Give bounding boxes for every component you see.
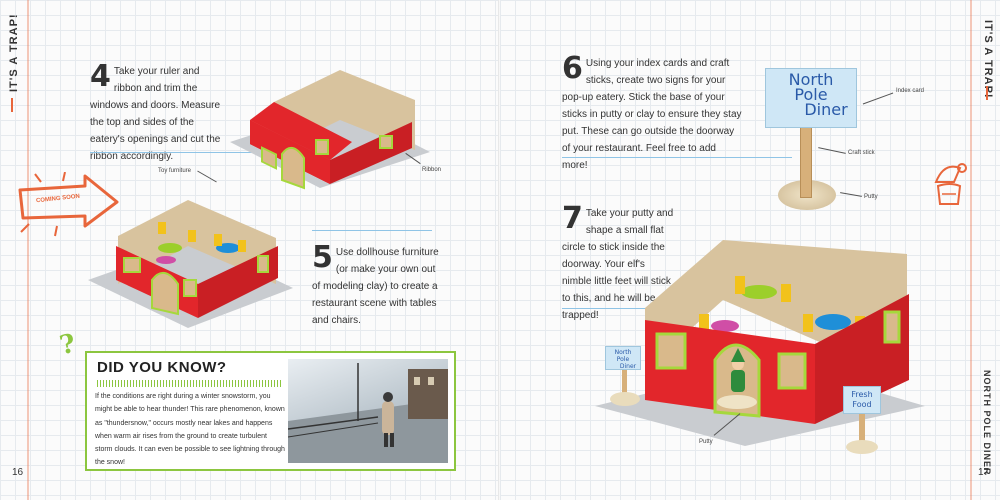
label-ribbon: Ribbon <box>422 167 442 173</box>
sign-line-1: North <box>788 70 834 89</box>
small-sign-line-1: North <box>614 349 632 356</box>
table-blue-7 <box>815 314 851 330</box>
box-window-left-4 <box>261 146 277 170</box>
north-pole-diner-sign: North Pole Diner <box>765 68 857 128</box>
small-sign-stick <box>622 368 627 398</box>
chair-5a <box>158 222 166 234</box>
step-5-number: 5 <box>312 240 333 275</box>
box-window-left-7 <box>655 332 687 370</box>
fresh-food-stick <box>859 412 865 446</box>
leader-putty <box>840 192 862 197</box>
box-illustration-step-5 <box>88 200 293 328</box>
putty-circle-7 <box>717 395 757 409</box>
side-label-right-bottom: NORTH POLE DINER <box>982 370 992 476</box>
did-you-know-text: If the conditions are right during a win… <box>95 393 285 467</box>
elf-hat-doodle <box>934 163 967 205</box>
did-you-know-title: DID YOU KNOW? <box>97 359 227 376</box>
label-craft-stick: Craft stick <box>848 150 875 156</box>
box-window-side-7 <box>883 310 901 344</box>
right-margin-rule <box>970 0 972 500</box>
chair-7b <box>781 284 791 302</box>
box-door-4 <box>281 147 305 190</box>
label-toy-furniture: Toy furniture <box>158 168 192 174</box>
did-you-know-stripes <box>97 380 281 387</box>
left-margin-rule <box>27 0 29 500</box>
step-4-text: Take your ruler and ribbon and trim the … <box>90 66 221 162</box>
chair-5b <box>188 230 196 242</box>
box-illustration-step-7 <box>595 240 925 446</box>
side-label-rule-left <box>11 98 13 112</box>
table-pink-7 <box>711 320 739 332</box>
step-4-number: 4 <box>90 59 111 94</box>
small-north-pole-sign: North Pole Diner <box>605 346 641 370</box>
step-6-rule <box>562 157 792 158</box>
page-number-right: 17 <box>978 467 990 478</box>
step-5-text: Use dollhouse furniture (or make your ow… <box>312 247 439 326</box>
fresh-food-line-2: Food <box>852 400 872 409</box>
side-label-rule-right <box>986 86 988 100</box>
small-sign-putty <box>610 392 640 406</box>
box-window-side-5 <box>257 255 269 273</box>
label-index-card: Index card <box>896 88 925 94</box>
elf-figure <box>731 348 745 392</box>
chair-5d <box>238 240 246 252</box>
step-7-text: Take your putty and shape a small flat c… <box>562 208 674 321</box>
sign-line-2: Pole <box>794 85 828 104</box>
chair-7e <box>699 314 709 330</box>
snowstorm-photo <box>288 359 448 463</box>
step-4-rule <box>90 152 268 153</box>
craft-stick-top <box>800 120 812 198</box>
box-window-right-5 <box>183 279 197 297</box>
table-green-5 <box>158 243 182 253</box>
box-window-left-5 <box>123 257 141 273</box>
box-back-wall-5 <box>118 200 276 284</box>
step-7-number: 7 <box>562 201 583 236</box>
table-pink-5 <box>156 256 176 264</box>
page-number-left: 16 <box>12 467 24 478</box>
label-putty-bottom: Putty <box>699 439 713 445</box>
sign-line-3: Diner <box>804 100 848 119</box>
side-label-left: IT'S A TRAP! <box>8 13 20 92</box>
box-illustration-step-4 <box>230 70 430 190</box>
leader-toy-furniture <box>197 170 217 183</box>
step-6-number: 6 <box>562 51 583 86</box>
side-label-right: IT'S A TRAP! <box>982 20 994 99</box>
question-doodle: ? <box>57 328 79 362</box>
did-you-know-box: DID YOU KNOW? If the conditions are righ… <box>85 351 456 471</box>
fresh-food-putty <box>846 440 878 454</box>
coming-soon-arrow-doodle <box>18 172 119 237</box>
leader-craft-stick <box>818 147 846 154</box>
step-6-text: Using your index cards and craft sticks,… <box>562 58 742 171</box>
step-7-rule <box>562 308 667 309</box>
fresh-food-sign: Fresh Food <box>843 386 881 414</box>
box-door-5 <box>151 272 179 316</box>
chair-7a <box>735 276 745 294</box>
box-window-side-4 <box>379 135 393 149</box>
leader-index-card <box>862 92 894 105</box>
chair-5c <box>214 234 222 246</box>
chair-7c <box>803 314 813 332</box>
arrow-outline <box>18 174 119 228</box>
box-window-right-7 <box>777 352 807 390</box>
label-putty: Putty <box>864 194 878 200</box>
fresh-food-line-1: Fresh <box>851 390 873 399</box>
step-5-top-rule <box>312 230 432 231</box>
table-green-7 <box>741 285 777 299</box>
small-sign-line-3: Diner <box>619 363 637 370</box>
box-window-right-4 <box>315 139 329 155</box>
small-sign-line-2: Pole <box>616 356 630 363</box>
